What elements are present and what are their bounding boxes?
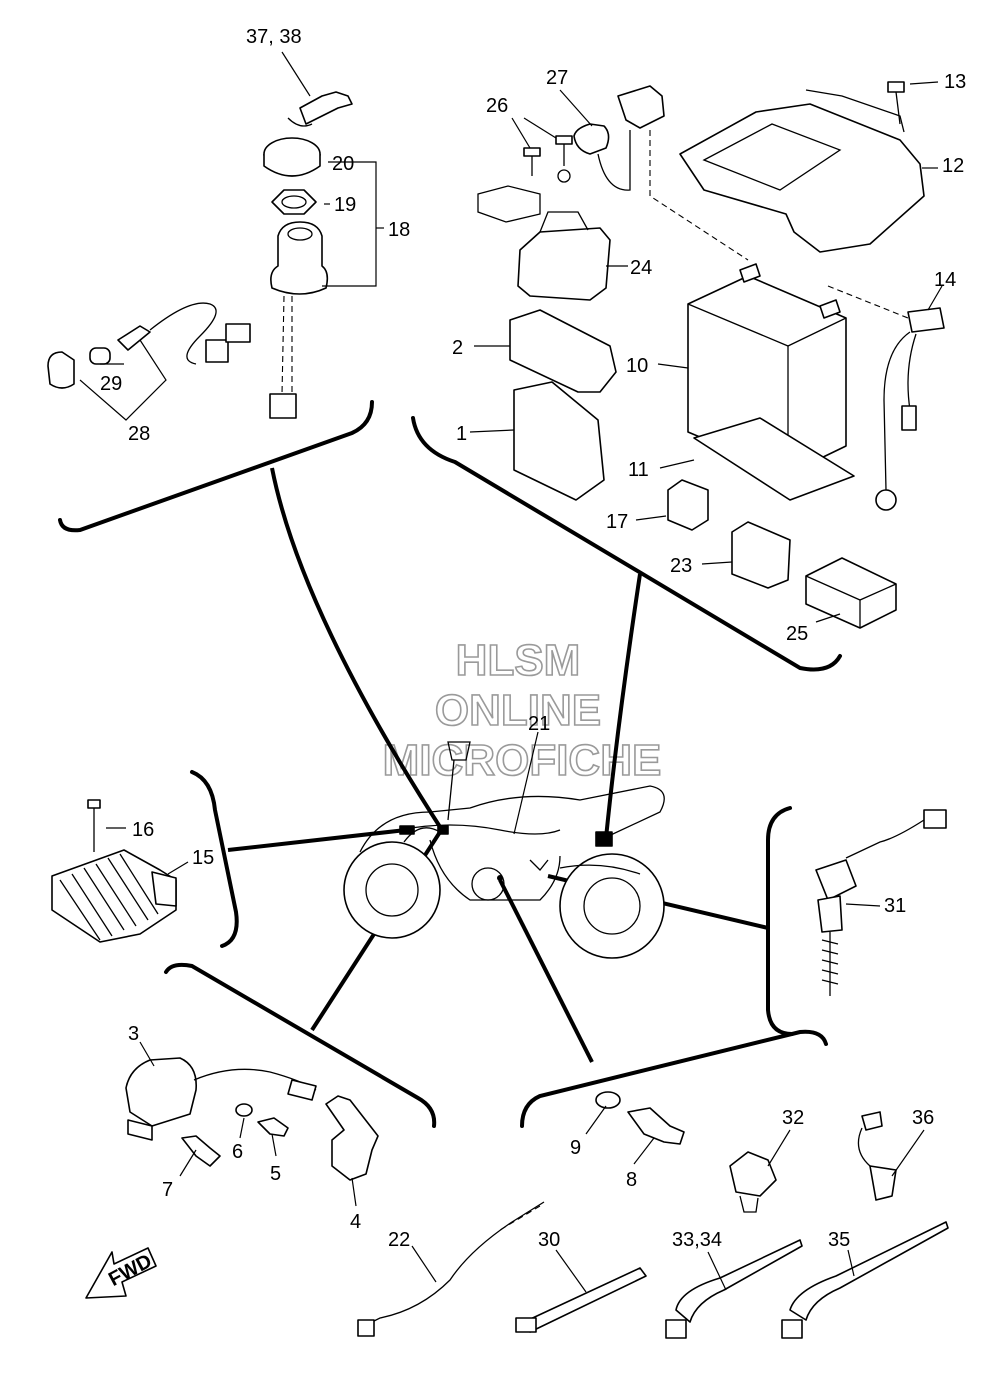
callout-30: 30 bbox=[538, 1229, 560, 1251]
ignition-coil bbox=[125, 1057, 197, 1127]
cables-and-ties bbox=[357, 1201, 949, 1339]
callout-1: 1 bbox=[456, 423, 467, 445]
watermark-line-3: MICROFICHE bbox=[383, 736, 662, 785]
callout-3: 3 bbox=[128, 1023, 139, 1045]
callout-24: 24 bbox=[630, 257, 652, 279]
callout-7: 7 bbox=[162, 1179, 173, 1201]
bar-regulator bbox=[227, 828, 407, 852]
callout-8: 8 bbox=[626, 1169, 637, 1191]
callout-32: 32 bbox=[782, 1107, 804, 1129]
callout-22: 22 bbox=[388, 1229, 410, 1251]
bar-sensor bbox=[498, 879, 594, 1063]
callout-11: 11 bbox=[628, 459, 649, 481]
fwd-arrow-icon: FWD bbox=[85, 1247, 157, 1299]
callout-12: 12 bbox=[942, 155, 964, 177]
cover-part bbox=[509, 309, 617, 393]
callout-5: 5 bbox=[270, 1163, 281, 1185]
atv-illustration bbox=[343, 741, 665, 959]
callout-36: 36 bbox=[912, 1107, 934, 1129]
callout-16: 16 bbox=[132, 819, 154, 841]
callout-15: 15 bbox=[192, 847, 214, 869]
bar-battery bbox=[604, 573, 642, 839]
callout-27: 27 bbox=[546, 67, 568, 89]
ignition-switch-group bbox=[47, 91, 353, 419]
watermark-line-2: ONLINE bbox=[435, 686, 601, 735]
callout-29: 29 bbox=[100, 373, 122, 395]
cdi-unit bbox=[513, 381, 605, 501]
callout-21: 21 bbox=[528, 713, 550, 735]
callout-28: 28 bbox=[128, 423, 150, 445]
callout-6: 6 bbox=[232, 1141, 243, 1163]
callout-35: 35 bbox=[828, 1229, 850, 1251]
brace-regulator-group bbox=[190, 770, 239, 948]
callout-10: 10 bbox=[626, 355, 648, 377]
callout-25: 25 bbox=[786, 623, 808, 645]
callout-labels: 37, 38 20 19 18 29 28 26 27 24 13 12 14 … bbox=[100, 26, 966, 1251]
callout-4: 4 bbox=[350, 1211, 361, 1233]
callout-9: 9 bbox=[570, 1137, 581, 1159]
brace-switch-group bbox=[766, 806, 794, 1036]
brace-coil-group bbox=[164, 962, 437, 1128]
callout-23: 23 bbox=[670, 555, 692, 577]
callout-20: 20 bbox=[332, 153, 354, 175]
nut-part bbox=[271, 189, 317, 215]
callout-14: 14 bbox=[934, 269, 956, 291]
bar-ignition bbox=[270, 467, 444, 832]
brace-sensor-group bbox=[520, 1029, 828, 1128]
ignition-coil-group bbox=[125, 1057, 379, 1181]
callout-19: 19 bbox=[334, 194, 356, 216]
callout-31: 31 bbox=[884, 895, 906, 917]
callout-17: 17 bbox=[606, 511, 628, 533]
callout-37-38: 37, 38 bbox=[246, 26, 302, 48]
key-part bbox=[299, 91, 353, 125]
brace-battery-group bbox=[411, 416, 842, 672]
brace-ignition-group bbox=[58, 400, 374, 533]
leader-lines bbox=[79, 51, 943, 1293]
rectifier-regulator bbox=[51, 799, 177, 943]
watermark-line-1: HLSM bbox=[456, 636, 581, 685]
callout-26: 26 bbox=[486, 95, 508, 117]
neutral-switch bbox=[815, 809, 947, 996]
battery-group bbox=[477, 81, 945, 629]
switch-body bbox=[270, 221, 329, 295]
callout-13: 13 bbox=[944, 71, 966, 93]
callout-18: 18 bbox=[388, 219, 410, 241]
starter-relay bbox=[517, 227, 611, 301]
callout-2: 2 bbox=[452, 337, 463, 359]
callout-33-34: 33,34 bbox=[672, 1229, 722, 1251]
sensor-group bbox=[595, 1091, 897, 1213]
battery-box bbox=[679, 103, 925, 253]
